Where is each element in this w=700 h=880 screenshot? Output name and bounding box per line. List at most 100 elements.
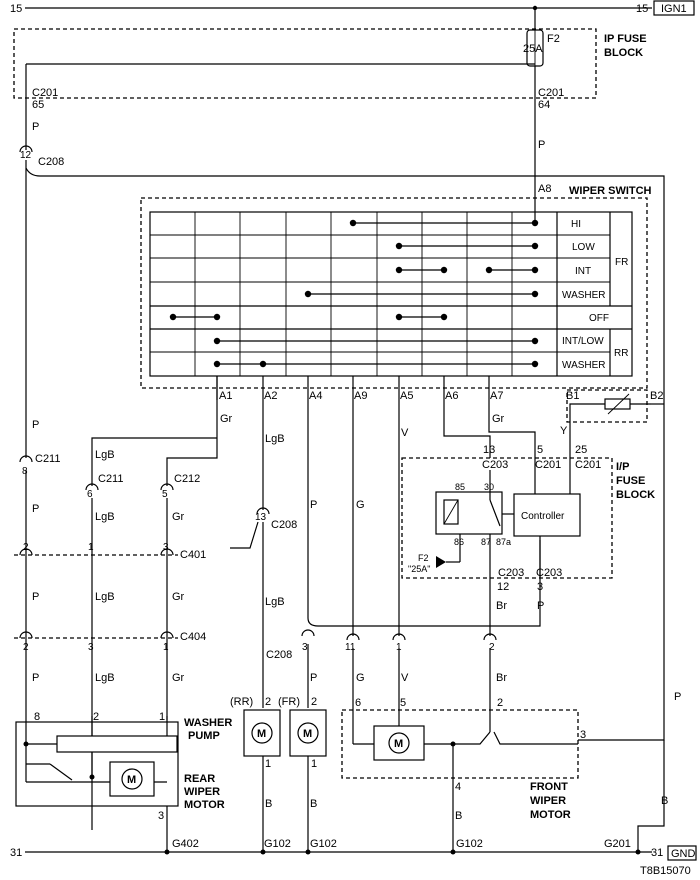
ip-fuse-right-title-3: BLOCK (616, 489, 655, 501)
a4-to-relay-wire (307, 540, 541, 627)
front-motor-pin6: 6 (355, 697, 361, 709)
wire-gr-1: Gr (172, 511, 185, 523)
b1-y-wire (569, 403, 580, 458)
rear-motor-m: M (127, 774, 136, 786)
wiper-relay-box (435, 491, 503, 535)
front-motor-park-contact (493, 731, 578, 745)
switch-row-int-low: INT/LOW (562, 336, 604, 347)
c404-pin-left: 2 (23, 642, 29, 653)
ground-rail-left-label: 31 (10, 847, 22, 859)
front-wiper-label-3: MOTOR (530, 809, 571, 821)
wiper-switch-pin-a8: A8 (538, 183, 551, 195)
wiper-switch-pin-a4: A4 (309, 390, 322, 402)
front-motor-pin2: 2 (497, 697, 503, 709)
wiper-switch-pin-a9: A9 (354, 390, 367, 402)
washer-pump-fr-m: M (303, 728, 312, 740)
c203-pin13-num: 13 (483, 444, 495, 456)
washer-pump-fr-pin-top: 2 (311, 696, 317, 708)
ground-rail-right-label: 31 (651, 847, 663, 859)
c203-bottom-label-b: C203 (536, 567, 562, 579)
washer-pump-fr-motor (297, 722, 319, 744)
diagram-id: T8B15070 (640, 865, 691, 877)
switch-row-hi: HI (571, 219, 581, 230)
wire-v-front: V (401, 672, 409, 684)
wire-p-a8: P (538, 139, 545, 151)
ground-g201: G201 (604, 838, 631, 850)
c208-pin1-num: 1 (396, 642, 402, 653)
c211-pin6-connector (85, 483, 99, 491)
c212-pin5-num: 5 (162, 489, 168, 500)
wiper-switch-boundary (140, 197, 648, 389)
rear-wiper-label-1: REAR (184, 773, 215, 785)
wiper-switch-pin-a7: A7 (490, 390, 503, 402)
gnd-label: GND (671, 848, 696, 860)
wiper-switch-pin-a6: A6 (445, 390, 458, 402)
relay-fuse-label: F2 (418, 553, 429, 563)
washer-pump-rr-motor (251, 722, 273, 744)
wire-g-front: G (356, 672, 365, 684)
c201-left-label: C201 (32, 87, 58, 99)
wire-br-front: Br (496, 672, 507, 684)
wire-g-a9: G (356, 499, 365, 511)
rear-motor-pin1: 1 (159, 711, 165, 723)
c203-pin3-num: 3 (537, 581, 543, 593)
wire-gr-a7: Gr (492, 413, 505, 425)
washer-pump-rr-pin-top: 2 (265, 696, 271, 708)
wire-gr-a1: Gr (220, 413, 233, 425)
c208-pin3-connector (301, 629, 315, 637)
washer-pump-label-2: PUMP (188, 730, 220, 742)
c211-mid-label: C211 (98, 473, 123, 485)
g102-node-rr (260, 849, 266, 855)
c201-top-label-b: C201 (575, 459, 601, 471)
c208-pin2-num: 2 (489, 642, 495, 653)
wiper-switch-pin-a1: A1 (219, 390, 232, 402)
c201-pin25-num: 25 (575, 444, 587, 456)
wire-gr-2: Gr (172, 591, 185, 603)
c208-pin11-connector (346, 633, 360, 641)
ip-fuse-right-title-1: I/P (616, 461, 629, 473)
wire-br-c203: Br (496, 600, 507, 612)
g402-node (164, 849, 170, 855)
wire-y-b1: Y (560, 425, 568, 437)
front-motor-circle (388, 732, 410, 754)
c208-mid-label: C208 (271, 519, 297, 531)
ground-g402: G402 (172, 838, 199, 850)
c208-pin3-num: 3 (302, 642, 308, 653)
front-motor-pin3: 3 (580, 729, 586, 741)
front-motor-pin4: 4 (455, 781, 461, 793)
c401-label: C401 (180, 549, 206, 561)
c211-pin6-num: 6 (87, 489, 93, 500)
ip-fuse-right-title-2: FUSE (616, 475, 645, 487)
switch-row-off: OFF (589, 313, 609, 324)
rear-motor-pin2: 2 (93, 711, 99, 723)
fuse-feed-splice (532, 5, 538, 11)
relay-coil-diagonal (443, 499, 459, 525)
wiper-switch-pin-b1: B1 (566, 390, 579, 402)
gnd-tag (667, 845, 697, 861)
washer-pump-fr-label: (FR) (278, 696, 300, 708)
c208-pin11-num: 11 (345, 642, 356, 653)
c208-pin1-connector (392, 633, 406, 641)
ground-g102-fr: G102 (310, 838, 337, 850)
wire-p-a4: P (310, 499, 317, 511)
relay-pin-85: 85 (455, 482, 465, 492)
relay-pin-30: 30 (484, 482, 494, 492)
wire-p-right: P (674, 691, 681, 703)
switch-row-int: INT (575, 266, 591, 277)
wire-v-a5: V (401, 427, 409, 439)
wire-b-right: B (661, 795, 668, 807)
wire-p-left-1: P (32, 121, 39, 133)
rear-motor-pin3: 3 (158, 810, 164, 822)
p-wire-to-front-motor (25, 160, 665, 741)
right-b-wire (637, 740, 665, 852)
front-motor-symbol (373, 725, 425, 761)
wire-p-left-2: P (32, 419, 39, 431)
c208-pin13-num: 13 (255, 512, 267, 523)
wire-b-pump-rr: B (265, 798, 272, 810)
rear-wiper-motor-box (15, 721, 179, 807)
c401-pin3-arc (160, 548, 174, 556)
c201-right-pin: 64 (538, 99, 550, 111)
relay-pin-87a: 87a (496, 537, 511, 547)
wiper-switch-title: WIPER SWITCH (569, 185, 652, 197)
